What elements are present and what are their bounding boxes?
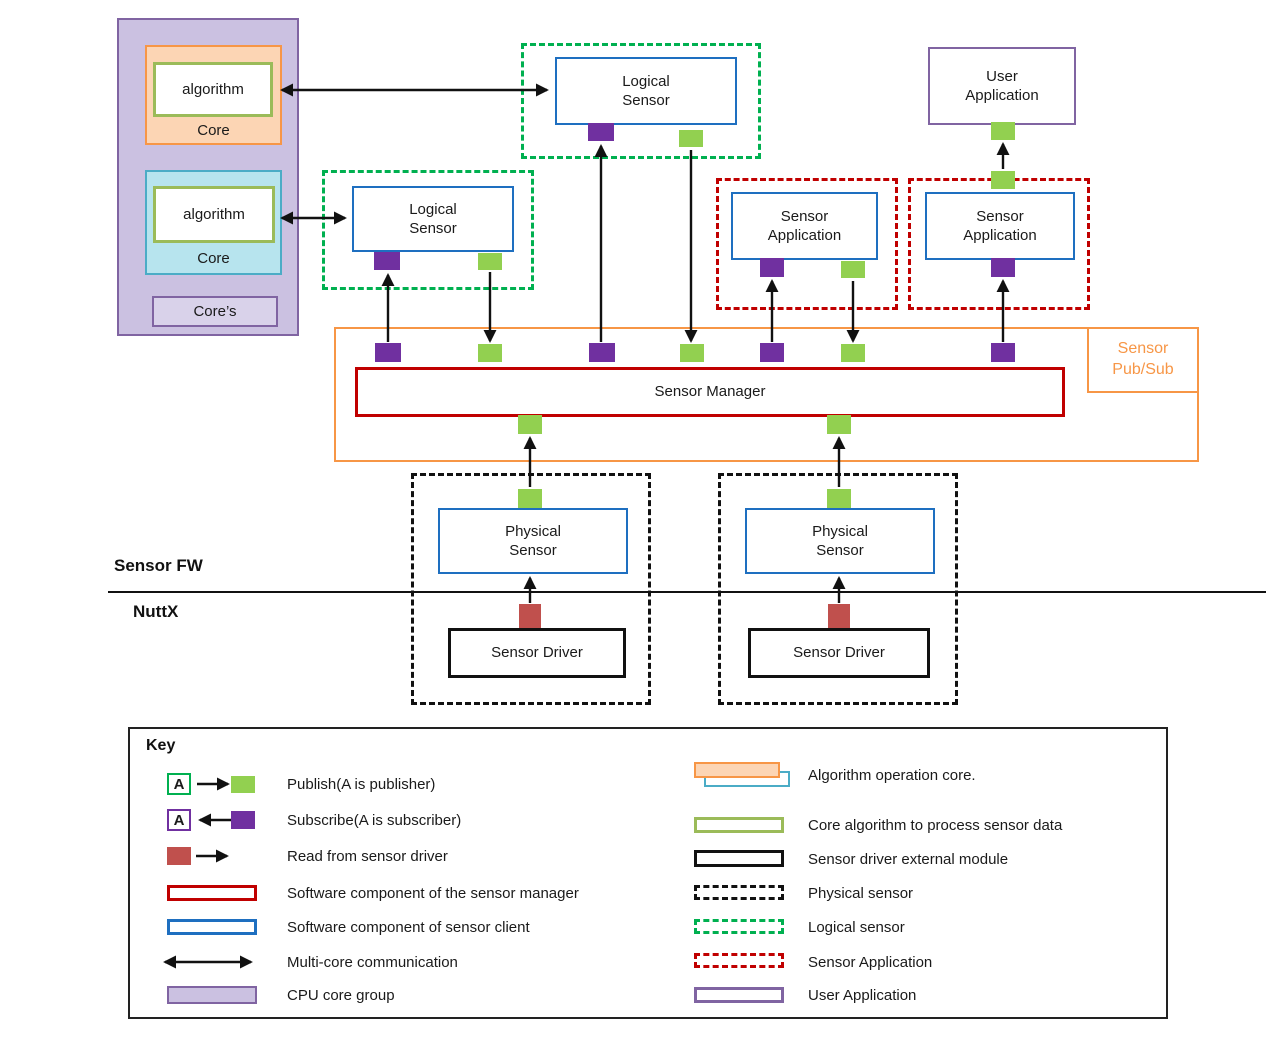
subscribe-port [760,258,784,277]
publish-port [478,344,502,362]
legend-label: User Application [808,986,917,1004]
logical-sensor-box-top: Logical Sensor [555,57,737,125]
logical-sensor-icon [694,919,784,934]
algorithm-core-front-icon [694,762,780,778]
sensor-driver-box-left: Sensor Driver [448,628,626,678]
subscriber-a-icon: A [167,809,191,831]
driver-port-icon [167,847,191,865]
logical-sensor-group-top [521,43,761,159]
core-label-top: Core [197,122,230,140]
legend-label: Read from sensor driver [287,847,448,865]
publish-port [478,253,502,270]
core-algorithm-icon [694,817,784,833]
physical-sensor-box-left: Physical Sensor [438,508,628,574]
publish-port [841,344,865,362]
sensor-manager-box: Sensor Manager [355,367,1065,417]
subscribe-port [991,258,1015,277]
physical-sensor-icon [694,885,784,900]
algorithm-box-bottom: algorithm [153,186,275,243]
legend-label: Logical sensor [808,918,905,936]
key-panel [128,727,1168,1019]
sensor-application-group-left [716,178,898,310]
legend-label: Sensor driver external module [808,850,1009,868]
legend-label: CPU core group [287,986,395,1004]
driver-port [519,604,541,628]
publish-port [827,415,851,434]
user-application-icon [694,987,784,1003]
sensor-application-box-right: Sensor Application [925,192,1075,260]
legend-label: Sensor Application [808,953,933,971]
publish-port [991,171,1015,189]
publish-port-icon [231,776,255,793]
sensor-application-icon [694,953,784,968]
legend-label: Publish(A is publisher) [287,775,436,793]
user-application-box: User Application [928,47,1076,125]
subscribe-port [374,252,400,270]
core-label-bottom: Core [197,250,230,268]
publisher-a-icon: A [167,773,191,795]
subscribe-port [375,343,401,362]
sensor-pubsub-container [334,327,1199,462]
algorithm-box-top: algorithm [153,62,273,117]
subscribe-port [588,123,614,141]
subscribe-port [991,343,1015,362]
sensor-pubsub-label: Sensor Pub/Sub [1087,329,1197,393]
legend-label: Subscribe(A is subscriber) [287,811,462,829]
sensor-driver-box-right: Sensor Driver [748,628,930,678]
logical-sensor-box-left: Logical Sensor [352,186,514,252]
driver-port [828,604,850,628]
publish-port [841,261,865,278]
sensor-application-box-left: Sensor Application [731,192,878,260]
sensor-fw-label: Sensor FW [114,556,203,575]
client-component-icon [167,919,257,935]
subscribe-port [760,343,784,362]
subscribe-port [589,343,615,362]
legend-label: Physical sensor [808,884,914,902]
legend-label: Software component of the sensor manager [287,884,579,902]
manager-component-icon [167,885,257,901]
logical-sensor-group-left [322,170,534,290]
sensor-driver-icon [694,850,784,867]
legend-label: Algorithm operation core. [808,766,976,784]
publish-port [518,415,542,434]
publish-port [991,122,1015,140]
publish-port [680,344,704,362]
subscribe-port-icon [231,811,255,829]
physical-sensor-box-right: Physical Sensor [745,508,935,574]
key-title: Key [146,737,176,754]
legend-label: Multi-core communication [287,953,458,971]
cpu-core-group-icon [167,986,257,1004]
legend-label: Core algorithm to process sensor data [808,816,1063,834]
nuttx-label: NuttX [133,602,179,621]
publish-port [827,489,851,508]
cores-label-box: Core’s [152,296,278,327]
legend-label: Software component of sensor client [287,918,530,936]
publish-port [679,130,703,147]
publish-port [518,489,542,508]
